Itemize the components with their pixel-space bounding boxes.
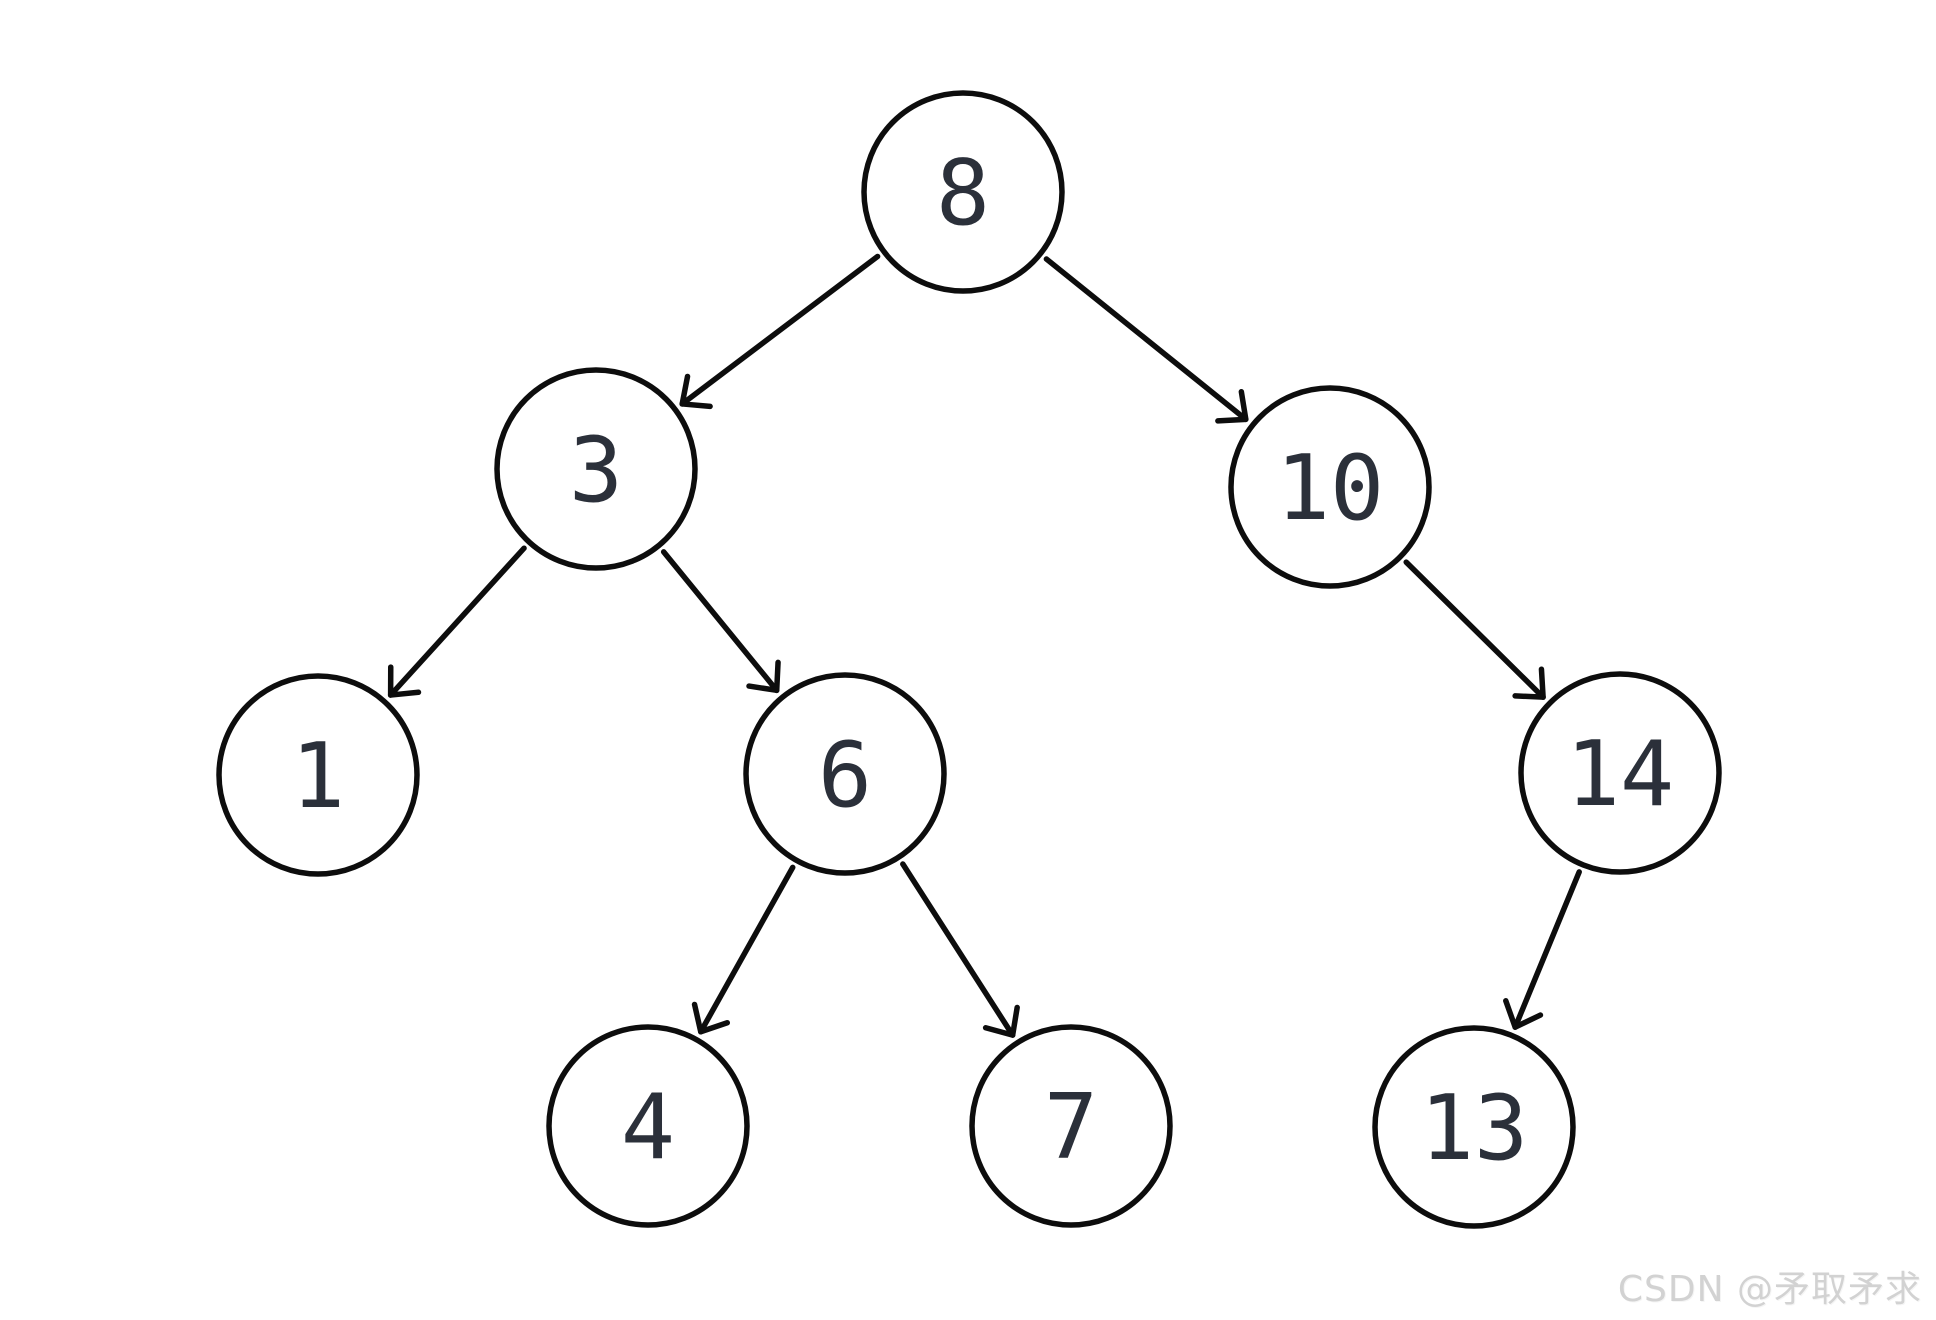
node-label: 6 — [818, 723, 872, 828]
edge-10-14 — [1403, 559, 1546, 700]
edge-shaft — [1403, 559, 1546, 700]
edge-shaft — [387, 545, 527, 698]
edge-shaft — [900, 861, 1016, 1038]
csdn-watermark: CSDN @矛取矛求 — [1617, 1269, 1922, 1310]
edge-shaft — [1043, 256, 1249, 423]
tree-node-13: 13 — [1372, 1025, 1576, 1229]
node-label: 8 — [936, 141, 990, 246]
tree-node-6: 6 — [743, 672, 947, 876]
arrowhead-icon — [679, 373, 713, 410]
edge-14-13 — [1503, 869, 1582, 1030]
arrowhead-icon — [1215, 388, 1249, 424]
node-label: 13 — [1420, 1076, 1528, 1181]
node-label: 4 — [621, 1075, 675, 1180]
edge-shaft — [697, 864, 796, 1035]
edge-8-3 — [679, 253, 881, 410]
node-circle — [1228, 385, 1432, 589]
node-label: 14 — [1566, 722, 1674, 827]
tree-node-8: 8 — [861, 90, 1065, 294]
edge-shaft — [1512, 869, 1582, 1030]
edge-3-6 — [660, 549, 781, 694]
node-circle — [1518, 671, 1722, 875]
node-label: 1 — [291, 724, 345, 829]
tree-node-14: 14 — [1518, 671, 1722, 875]
arrowhead-icon — [387, 664, 422, 698]
tree-node-4: 4 — [546, 1024, 750, 1228]
tree-node-1: 1 — [216, 673, 420, 877]
node-label: 10 — [1276, 436, 1384, 541]
arrowhead-icon — [691, 1001, 731, 1035]
arrowhead-icon — [982, 1004, 1020, 1038]
tree-node-7: 7 — [969, 1024, 1173, 1228]
node-circle — [216, 673, 420, 877]
node-circle — [969, 1024, 1173, 1228]
tree-node-10: 10 — [1228, 385, 1432, 589]
node-circle — [546, 1024, 750, 1228]
edge-3-1 — [387, 545, 527, 698]
node-circle — [861, 90, 1065, 294]
node-circle — [743, 672, 947, 876]
edge-shaft — [660, 549, 780, 694]
edge-6-4 — [691, 864, 796, 1035]
arrowhead-icon — [1503, 998, 1544, 1030]
node-label: 7 — [1044, 1075, 1098, 1180]
node-label: 3 — [569, 418, 623, 523]
arrowhead-icon — [1512, 666, 1546, 700]
edge-8-10 — [1043, 256, 1249, 424]
node-circle — [494, 367, 698, 571]
edge-shaft — [679, 253, 881, 407]
tree-node-3: 3 — [494, 367, 698, 571]
node-circle — [1372, 1025, 1576, 1229]
arrowhead-icon — [746, 659, 781, 694]
edge-6-7 — [900, 861, 1020, 1038]
